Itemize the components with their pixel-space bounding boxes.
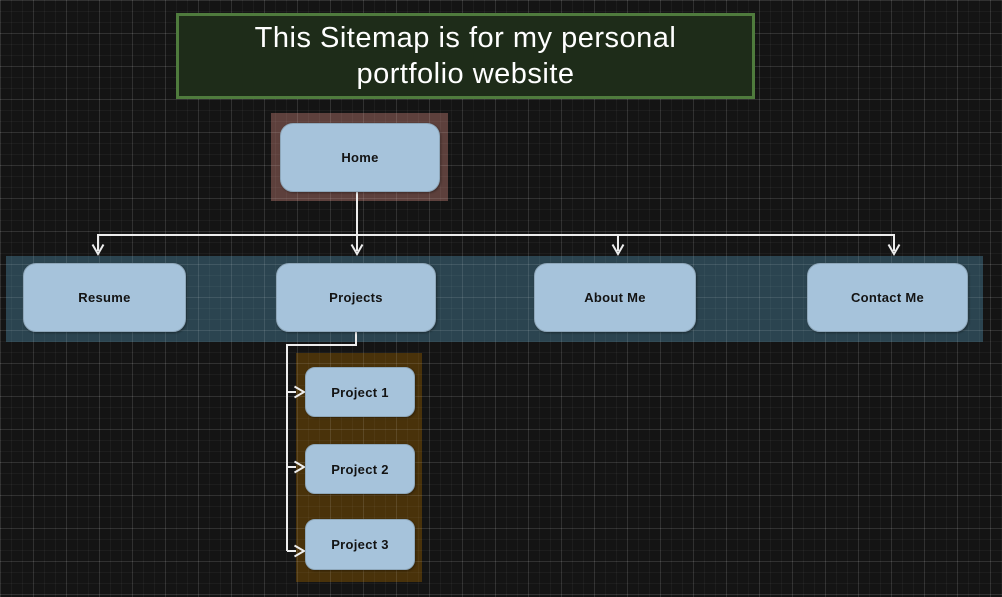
node-contact-me[interactable]: Contact Me [807, 263, 968, 332]
node-projects[interactable]: Projects [276, 263, 436, 332]
home-to-level1-connector [97, 191, 895, 251]
arrowhead-down-contact [887, 243, 901, 256]
arrowhead-down-projects [350, 243, 364, 256]
node-project-3[interactable]: Project 3 [305, 519, 415, 570]
arrowhead-down-about [611, 243, 625, 256]
node-project-2[interactable]: Project 2 [305, 444, 415, 494]
diagram-title: This Sitemap is for my personal portfoli… [254, 22, 677, 90]
title-box: This Sitemap is for my personal portfoli… [176, 13, 755, 99]
node-about-me[interactable]: About Me [534, 263, 696, 332]
arrowhead-down-resume [91, 243, 105, 256]
node-home[interactable]: Home [280, 123, 440, 192]
node-project-1[interactable]: Project 1 [305, 367, 415, 417]
node-resume[interactable]: Resume [23, 263, 186, 332]
